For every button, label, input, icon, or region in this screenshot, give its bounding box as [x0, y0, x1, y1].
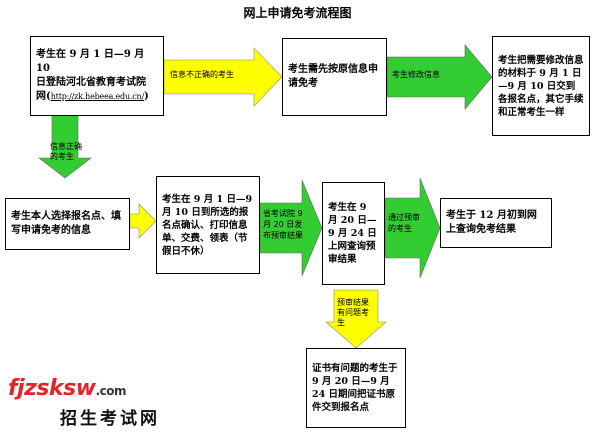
box-submit-certificate-text: 证书有问题的考生于 9 月 20 日—9 月 24 日期间把证书原件交到报名点	[312, 363, 398, 413]
arrow-info-correct	[38, 112, 92, 179]
website-link[interactable]: http://zk.hebeea.edu.cn/	[50, 92, 144, 101]
box-login-paren-open: 网(	[36, 91, 51, 102]
label-info-correct-line1: 信息正确	[50, 142, 82, 151]
label-modify-info: 考生修改信息	[392, 70, 440, 79]
box-login-line2: 日登陆河北省教育考试院	[36, 77, 146, 88]
diagram-title: 网上申请免考流程图	[243, 6, 352, 20]
site-logo-text: fjzsksw	[8, 376, 96, 401]
box-login-line1: 考生在 9 月 1 日—9 月 10	[36, 49, 145, 74]
box-confirm-at-point: 考生在 9 月 1 日—9 月 10 日到所选的报名点确认、打印信息单、交费、领…	[156, 176, 260, 274]
box-submit-certificate: 证书有问题的考生于 9 月 20 日—9 月 24 日期间把证书原件交到报名点	[306, 348, 406, 428]
label-review-problem-line2: 有问题考	[337, 308, 369, 317]
box-confirm-at-point-text: 考生在 9 月 1 日—9 月 10 日到所选的报名点确认、打印信息单、交费、领…	[162, 193, 253, 257]
box-login-line3: 网(http://zk.hebeea.edu.cn/)	[36, 90, 158, 104]
box-check-exemption-result: 考生于 12 月初到网上查询免考结果	[440, 198, 552, 248]
box-select-registration-point: 考生本人选择报名点、填写申请免考的信息	[5, 198, 130, 250]
label-info-correct-line2: 的考生	[50, 152, 74, 161]
arrow-review-problem	[325, 289, 387, 349]
box-submit-modification: 考生把需要修改信息的材料于 9 月 1 日—9 月 10 日交到各报名点，其它手…	[492, 36, 590, 136]
box-apply-original-info: 考生需先按原信息申请免考	[282, 38, 387, 116]
box-check-review-text: 考生在 9 月 20 日—9 月 24 日上网查询预审结果	[328, 202, 377, 265]
label-info-incorrect: 信息不正确的考生	[170, 70, 234, 79]
label-passed-review: 通过预审的考生	[388, 213, 420, 233]
label-info-correct: 信息正确 的考生	[50, 142, 82, 162]
box-check-review-result: 考生在 9 月 20 日—9 月 24 日上网查询预审结果	[322, 182, 385, 285]
box-select-registration-text: 考生本人选择报名点、填写申请免考的信息	[11, 211, 121, 236]
site-logo: fjzsksw.com	[8, 376, 126, 401]
label-publish-review: 省考试院 9 月 20 日发布预审结果	[263, 209, 303, 240]
arrow-publish-review	[259, 179, 323, 277]
site-logo-suffix: .com	[95, 384, 127, 398]
arrow-4-to-5	[129, 203, 157, 239]
box-login-website: 考生在 9 月 1 日—9 月 10 日登陆河北省教育考试院 网(http://…	[30, 36, 164, 116]
arrow-passed-review	[384, 177, 441, 279]
site-logo-subtitle: 招生考试网	[60, 409, 160, 429]
label-review-problem-line1: 预审结果	[337, 298, 369, 307]
box-submit-modification-text: 考生把需要修改信息的材料于 9 月 1 日—9 月 10 日交到各报名点，其它手…	[498, 54, 584, 118]
box-check-exemption-text: 考生于 12 月初到网上查询免考结果	[446, 210, 537, 235]
arrow-info-incorrect	[163, 47, 283, 107]
arrow-modify-info	[386, 44, 493, 110]
box-apply-original-text: 考生需先按原信息申请免考	[288, 64, 378, 89]
label-review-problem: 预审结果 有问题考 生	[337, 298, 369, 328]
label-review-problem-line3: 生	[337, 318, 345, 327]
box-login-paren-close: )	[144, 91, 149, 102]
